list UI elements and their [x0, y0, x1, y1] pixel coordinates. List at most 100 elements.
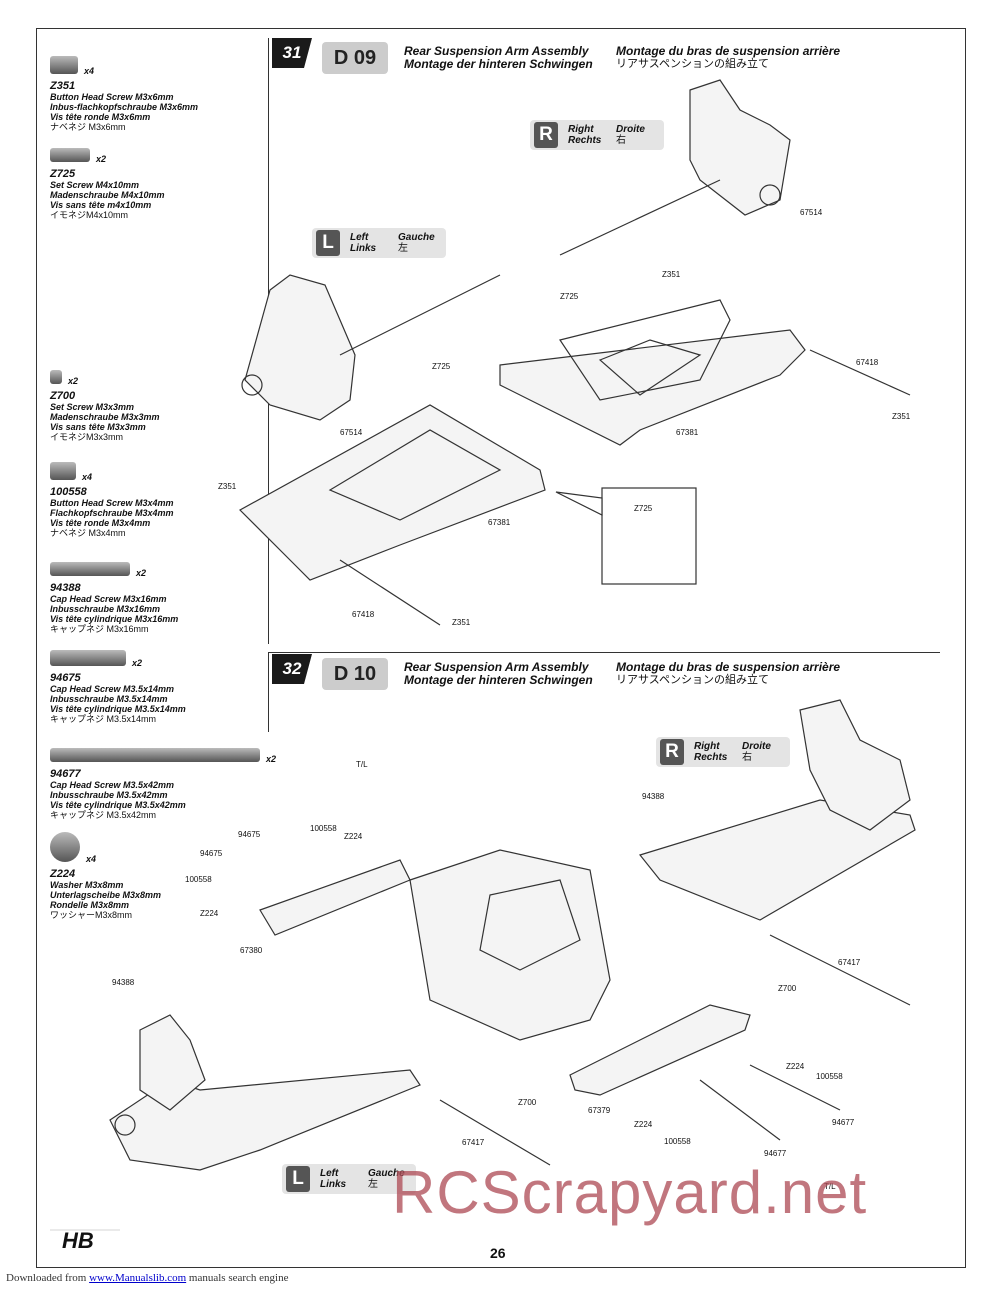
part-description: Set Screw M3x3mm [50, 402, 135, 412]
part-code: 100558 [50, 486, 87, 498]
part-callout: 94675 [200, 849, 223, 858]
hinge-pin-right [809, 349, 911, 396]
part-description: Washer M3x8mm [50, 880, 124, 890]
part-callout: 100558 [310, 824, 337, 833]
hub-carrier-right [689, 79, 791, 216]
part-description: Inbusschraube M3x16mm [50, 604, 161, 614]
part-description: Vis sans tête m4x10mm [50, 200, 152, 210]
part-qty: x2 [68, 376, 79, 386]
part-callout: Z725 [634, 504, 653, 513]
part-jp: ナベネジ M3x6mm [50, 122, 126, 132]
title-de: Montage der hinteren Schwingen [404, 57, 593, 71]
part-jp: キャップネジ M3.5x14mm [50, 714, 157, 724]
footer: Downloaded from www.Manualslib.com manua… [6, 1272, 288, 1284]
part-description: Madenschraube M4x10mm [50, 190, 165, 200]
rear-arm-right [499, 299, 806, 446]
screw-icon [50, 148, 90, 162]
part-jp: ワッシャーM3x8mm [50, 910, 133, 920]
part-description: Unterlagscheibe M3x8mm [50, 890, 162, 900]
part-code: 94675 [50, 672, 81, 684]
part-description: Flachkopfschraube M3x4mm [50, 508, 174, 518]
part-callout: 94388 [112, 978, 135, 987]
screw-icon [50, 462, 76, 480]
part-callout: 67381 [488, 518, 511, 527]
part-callout: 100558 [664, 1137, 691, 1146]
part-callout: Z224 [344, 832, 363, 841]
step-title-en-de: Rear Suspension Arm Assembly Montage der… [404, 45, 593, 71]
part-callout: 67380 [240, 946, 263, 955]
part-callout: 67379 [588, 1106, 611, 1115]
divider-vertical-2 [268, 652, 269, 732]
part-qty: x4 [86, 854, 97, 864]
part-description: Vis tête cylindrique M3.5x42mm [50, 800, 186, 810]
arm-mount-rear [569, 1004, 751, 1096]
part-callout: 94388 [642, 792, 665, 801]
part-description: Cap Head Screw M3.5x14mm [50, 684, 175, 694]
part-callout: 94675 [238, 830, 261, 839]
part-description: Button Head Screw M3x6mm [50, 92, 174, 102]
footer-prefix: Downloaded from [6, 1272, 87, 1284]
badge-l: L [316, 230, 340, 256]
part-callout: Z700 [778, 984, 797, 993]
title-fr: Montage du bras de suspension arrière [616, 44, 841, 58]
part-callout: Z224 [200, 909, 219, 918]
screw-icon [50, 370, 62, 384]
part-code: Z351 [50, 80, 76, 92]
part-callout: T/L [356, 760, 368, 769]
gearbox [409, 849, 611, 1041]
watermark: RCScrapyard.net [392, 1159, 868, 1226]
part-callout: 67418 [856, 358, 879, 367]
part-callout: 67381 [676, 428, 699, 437]
step-code: D 09 [322, 42, 388, 74]
part-qty: x4 [82, 472, 93, 482]
arm-mount-front [259, 859, 411, 936]
part-description: Vis sans tête M3x3mm [50, 422, 146, 432]
part-description: Vis tête cylindrique M3x16mm [50, 614, 179, 624]
part-callout: Z351 [662, 270, 681, 279]
part-callout: Z224 [786, 1062, 805, 1071]
screw-icon [50, 832, 80, 862]
part-callout: 94677 [832, 1118, 855, 1127]
part-callout: Z351 [452, 618, 471, 627]
part-code: Z700 [50, 390, 76, 402]
part-callout: 100558 [185, 875, 212, 884]
page-number: 26 [490, 1245, 506, 1261]
brand-logo: HB [62, 1228, 94, 1253]
part-jp: キャップネジ M3x16mm [50, 624, 149, 634]
footer-link[interactable]: www.Manualslib.com [89, 1272, 187, 1284]
title-en: Rear Suspension Arm Assembly [404, 44, 589, 58]
footer-suffix: manuals search engine [188, 1272, 289, 1284]
rear-arm-left [239, 404, 546, 581]
part-description: Vis tête ronde M3x6mm [50, 112, 151, 122]
part-callout: Z351 [892, 412, 911, 421]
screw-icon [50, 56, 78, 74]
part-description: Rondelle M3x8mm [50, 900, 130, 910]
part-jp: キャップネジ M3.5x42mm [50, 810, 157, 820]
part-callout: Z700 [518, 1098, 537, 1107]
part-description: Cap Head Screw M3x16mm [50, 594, 167, 604]
part-description: Button Head Screw M3x4mm [50, 498, 174, 508]
part-callout: 100558 [816, 1072, 843, 1081]
part-callout: 67417 [462, 1138, 485, 1147]
part-description: Cap Head Screw M3.5x42mm [50, 780, 175, 790]
part-qty: x2 [132, 658, 143, 668]
page-frame [36, 28, 966, 1268]
title-jp: リアサスペンションの組み立て [616, 58, 770, 70]
part-callout: 67418 [352, 610, 375, 619]
part-description: Vis tête cylindrique M3.5x14mm [50, 704, 186, 714]
part-callout: 94677 [764, 1149, 787, 1158]
screw-94677-a [699, 1079, 781, 1141]
part-qty: x2 [136, 568, 147, 578]
step-title-en-de: Rear Suspension Arm Assembly Montage der… [404, 660, 593, 687]
badge-r: R [534, 122, 558, 148]
part-description: Inbus-flachkopfschraube M3x6mm [50, 102, 199, 112]
